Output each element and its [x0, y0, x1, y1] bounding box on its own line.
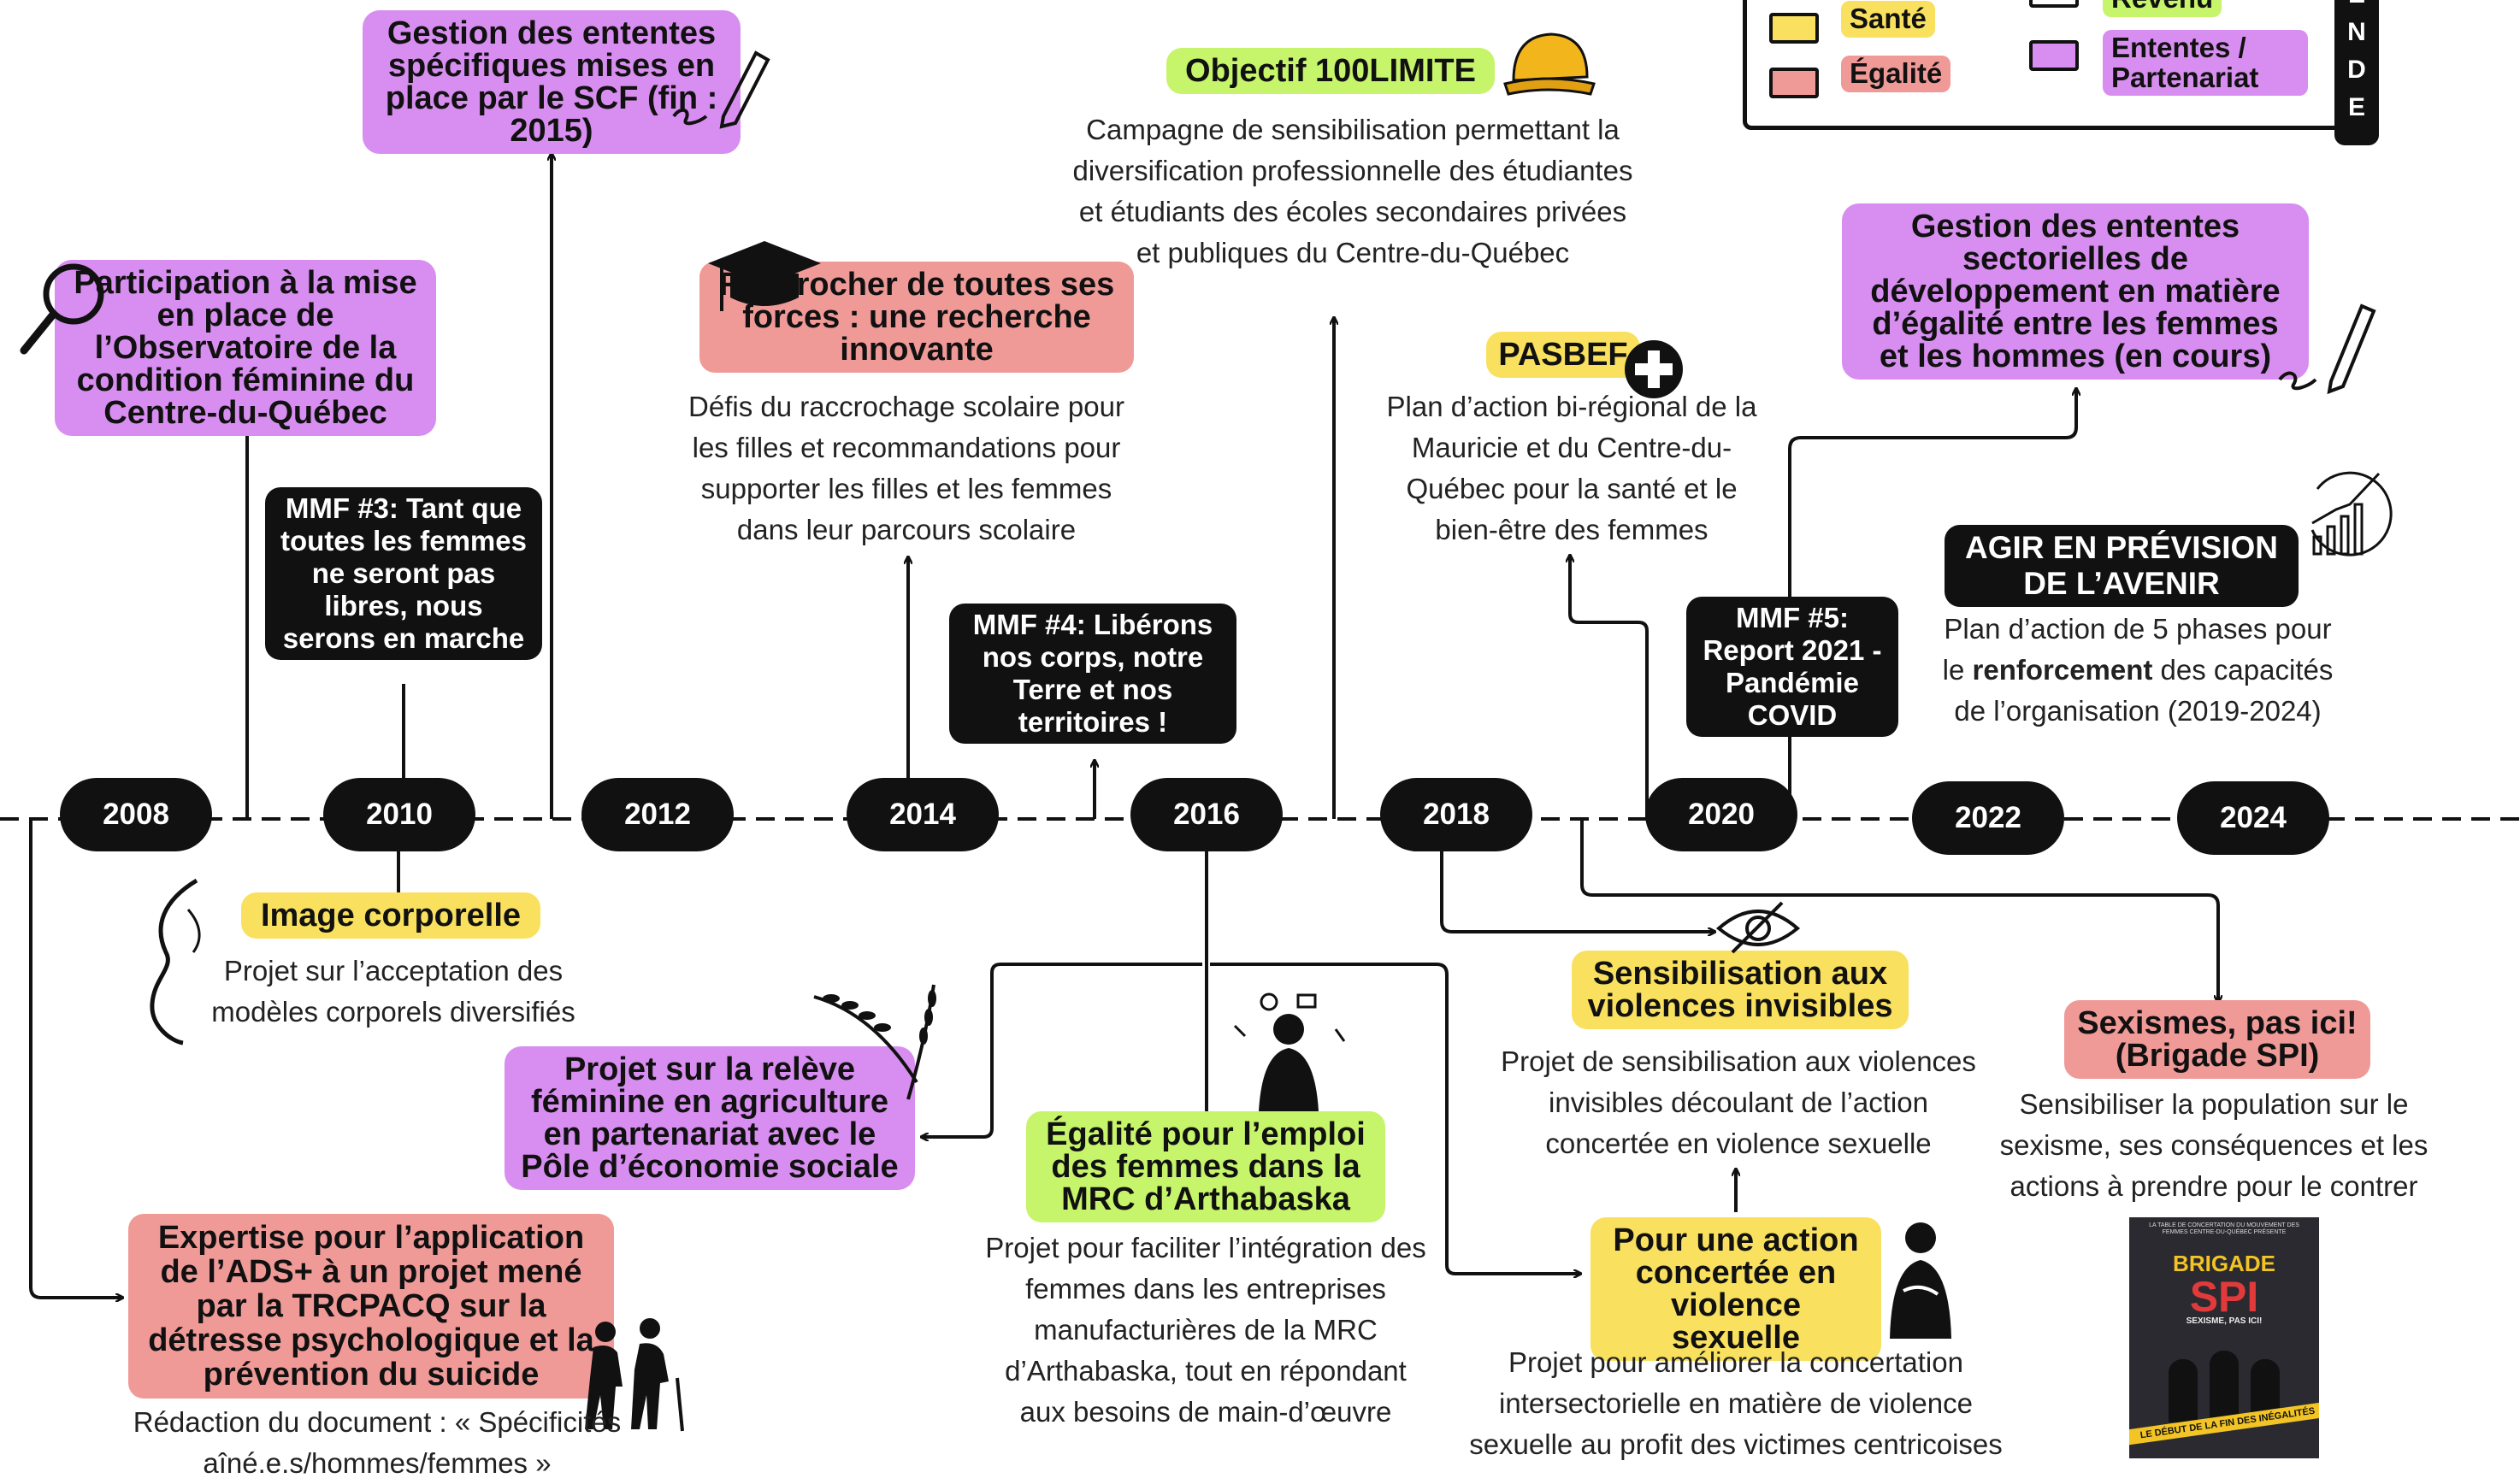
mmf3-label: MMF #3: Tant que toutes les femmes ne se…	[265, 487, 542, 660]
year-2022: 2022	[1912, 781, 2064, 855]
brigade-spi-poster: LA TABLE DE CONCERTATION DU MOUVEMENT DE…	[2129, 1217, 2319, 1458]
year-2012: 2012	[581, 778, 734, 851]
legend-swatch-ententes	[2029, 40, 2079, 71]
invisibles-desc: Projet de sensibilisation aux violences …	[1501, 1045, 1976, 1159]
pasbef-desc: Plan d’action bi-régional de la Mauricie…	[1386, 391, 1757, 545]
poster-title-2: SPI	[2189, 1273, 2259, 1322]
year-2014: 2014	[847, 778, 999, 851]
legend: Santé Égalité Revenu Ententes / Partenar…	[1743, 0, 2348, 130]
magnifier-icon	[20, 263, 104, 355]
year-2010: 2010	[323, 778, 475, 851]
observatoire-label: Participation à la mise en place de l’Ob…	[55, 260, 436, 436]
legend-swatch-egalite	[1769, 68, 1819, 98]
poster-header: LA TABLE DE CONCERTATION DU MOUVEMENT DE…	[2149, 1222, 2299, 1235]
agir-desc: Plan d’action de 5 phases pour le renfor…	[1931, 609, 2345, 732]
legend-label-egalite: Égalité	[1841, 56, 1951, 92]
scf-label: Gestion des ententes spécifiques mises e…	[363, 10, 741, 154]
legend-label-ententes: Ententes / Partenariat	[2103, 30, 2308, 97]
graduation-cap-icon	[708, 241, 821, 311]
releve-title: Projet sur la relève féminine en agricul…	[505, 1046, 915, 1190]
elderly-couple-icon	[585, 1318, 684, 1432]
ads-title: Expertise pour l’application de l’ADS+ à…	[128, 1214, 614, 1399]
legend-swatch-sante	[1769, 13, 1819, 44]
pen-icon-2	[2278, 303, 2376, 395]
multitasking-woman-icon	[1233, 992, 1346, 1111]
growth-chart-icon	[2310, 471, 2393, 556]
poster-title-1: BRIGADE	[2173, 1251, 2275, 1277]
pen-icon	[672, 50, 770, 129]
health-cross-icon	[1625, 340, 1683, 398]
sectorielles-label: Gestion des ententes sectorielles de dév…	[1842, 203, 2309, 380]
wheat-icon	[813, 984, 936, 1100]
image-title: Image corporelle	[241, 892, 540, 939]
poster-subtitle: SEXISME, PAS ICI!	[2186, 1316, 2263, 1327]
spi-title: Sexismes, pas ici! (Brigade SPI)	[2064, 1000, 2370, 1079]
agir-desc-post: des capacités de l’organisation (2019-20…	[1954, 654, 2334, 727]
year-2016: 2016	[1130, 778, 1283, 851]
objectif-title: Objectif 100LIMITE	[1166, 48, 1495, 94]
legend-title: LÉGENDE	[2347, 0, 2366, 121]
agir-desc-pre: Plan d’action de 5 phases pour le	[1942, 613, 2332, 686]
action-desc: Projet pour améliorer la concertation in…	[1469, 1346, 2003, 1460]
emploi-title: Égalité pour l’emploi des femmes dans la…	[1026, 1111, 1385, 1222]
image-desc: Projet sur l’acceptation des modèles cor…	[211, 955, 575, 1028]
mmf4-label: MMF #4: Libérons nos corps, notre Terre …	[949, 604, 1236, 744]
legend-title-tab: LÉGENDE	[2334, 0, 2379, 145]
mmf5-label: MMF #5: Report 2021 - Pandémie COVID	[1686, 597, 1898, 737]
agir-title: AGIR EN PRÉVISION DE L’AVENIR	[1945, 525, 2299, 607]
woman-profile-icon	[150, 878, 201, 1045]
hidden-eye-icon	[1715, 901, 1801, 954]
year-2008: 2008	[60, 778, 212, 851]
legend-label-sante: Santé	[1841, 1, 1935, 38]
spi-desc: Sensibiliser la population sur le sexism…	[1999, 1088, 2429, 1202]
objectif-desc: Campagne de sensibilisation permettant l…	[1072, 114, 1633, 268]
action-title: Pour une action concertée en violence se…	[1590, 1217, 1881, 1361]
legend-swatch-revenu	[2029, 0, 2079, 8]
hard-hat-icon	[1503, 32, 1596, 96]
year-2024: 2024	[2177, 781, 2329, 855]
woman-covering-icon	[1890, 1222, 1951, 1339]
legend-label-revenu: Revenu	[2103, 0, 2222, 17]
year-2020: 2020	[1645, 778, 1797, 851]
ads-desc: Rédaction du document : « Spécificités a…	[133, 1406, 622, 1479]
pasbef-title: PASBEF	[1486, 332, 1640, 378]
agir-desc-bold: renforcement	[1972, 654, 2153, 686]
invisibles-title: Sensibilisation aux violences invisibles	[1572, 951, 1909, 1029]
year-2018: 2018	[1380, 778, 1532, 851]
emploi-desc: Projet pour faciliter l’intégration des …	[985, 1232, 1426, 1428]
raccrocher-desc: Défis du raccrochage scolaire pour les f…	[688, 391, 1124, 545]
